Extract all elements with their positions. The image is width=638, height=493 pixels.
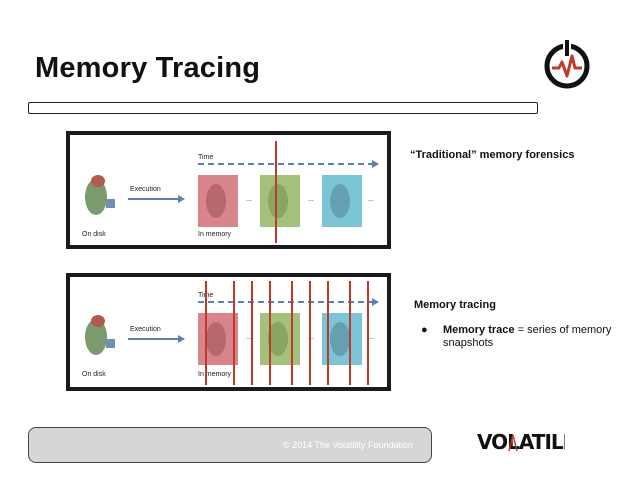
time-label: Time	[198, 154, 213, 161]
on-disk-label: On disk	[82, 231, 106, 238]
power-heartbeat-icon	[542, 38, 592, 90]
in-memory-label: In memory	[198, 231, 232, 238]
volatility-logo: VOLATILITY	[475, 425, 565, 457]
bullet-text: Memory trace = series of memory snapshot…	[443, 324, 613, 350]
timeline-arrowhead	[372, 298, 379, 306]
in-memory-label: In memory	[198, 371, 232, 378]
memory-tracing-diagram: Time On disk Execution ... ... ... In me…	[66, 273, 391, 391]
ellipsis: ...	[246, 196, 252, 203]
title-underline-bar	[28, 102, 538, 114]
bullet-term: Memory trace	[443, 324, 515, 336]
on-disk-label: On disk	[82, 371, 106, 378]
execution-label: Execution	[130, 186, 161, 193]
bullet-icon: ●	[421, 324, 428, 337]
malware-on-disk-icon	[85, 175, 115, 215]
memory-tracing-heading: Memory tracing	[414, 299, 496, 311]
timeline-arrowhead	[372, 160, 379, 168]
ellipsis: ...	[368, 196, 374, 203]
slide-title: Memory Tracing	[35, 52, 260, 85]
execution-label: Execution	[130, 326, 161, 333]
malware-on-disk-icon	[85, 315, 115, 355]
volatility-wordmark: VOLATILITY	[477, 430, 565, 454]
traditional-heading: “Traditional” memory forensics	[410, 149, 574, 161]
footer-copyright: © 2014 The Volatility Foundation	[283, 440, 413, 450]
ellipsis: ...	[308, 196, 314, 203]
traditional-forensics-diagram: Time On disk Execution ... ... ... In me…	[66, 131, 391, 249]
